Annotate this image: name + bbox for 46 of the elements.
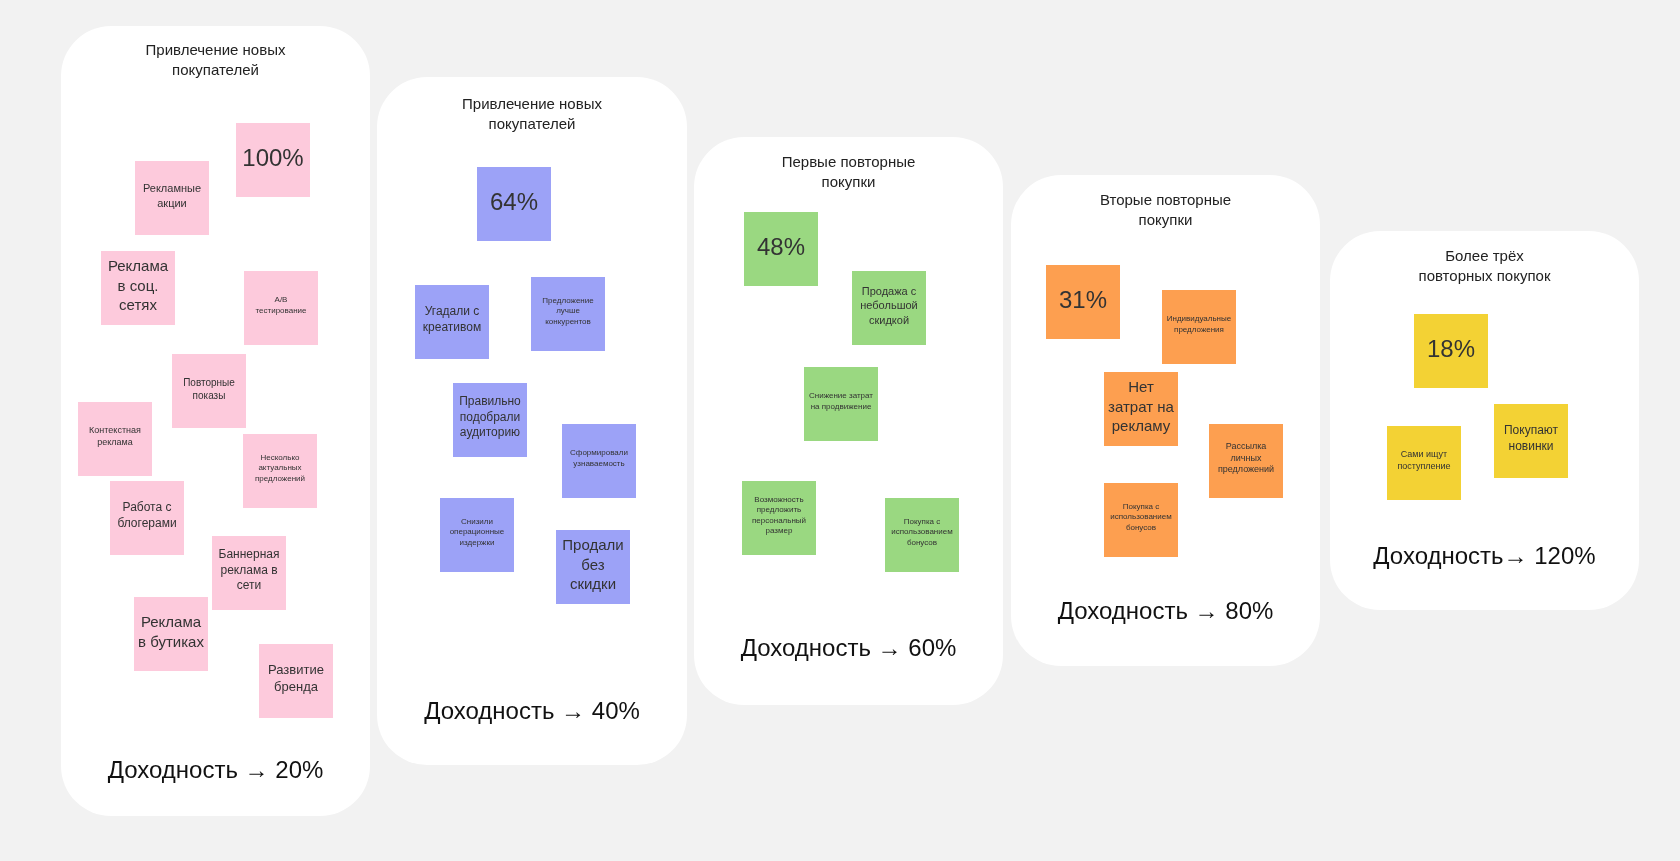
sticky-note: 18% bbox=[1414, 314, 1488, 388]
column-title: Привлечение новых покупателей bbox=[144, 40, 287, 80]
sticky-note: Развитие бренда bbox=[259, 644, 333, 718]
sticky-note: Повторные показы bbox=[172, 354, 246, 428]
sticky-note: 48% bbox=[744, 212, 818, 286]
column-title: Вторые повторные покупки bbox=[1098, 190, 1233, 230]
profitability-label: Доходность→ 120% bbox=[1373, 541, 1596, 571]
sticky-note: Несколько актуальных предложений bbox=[243, 434, 317, 508]
sticky-note: Контекстная реклама bbox=[78, 402, 152, 476]
profitability-label: Доходность → 80% bbox=[1057, 596, 1274, 626]
column-card bbox=[61, 26, 370, 816]
sticky-note: Возможность предложить персональный размер bbox=[742, 481, 816, 555]
sticky-note: Продали без скидки bbox=[556, 530, 630, 604]
sticky-note: 100% bbox=[236, 123, 310, 197]
column-title: Более трёх повторных покупок bbox=[1417, 246, 1552, 286]
sticky-note: Продажа с небольшой скидкой bbox=[852, 271, 926, 345]
profitability-label: Доходность → 60% bbox=[740, 633, 957, 663]
sticky-note: Снизили операционные издержки bbox=[440, 498, 514, 572]
sticky-note: Покупают новинки bbox=[1494, 404, 1568, 478]
sticky-note: Снижение затрат на продвижение bbox=[804, 367, 878, 441]
sticky-note: Баннерная реклама в сети bbox=[212, 536, 286, 610]
sticky-note: Покупка с использованием бонусов bbox=[1104, 483, 1178, 557]
column-card bbox=[377, 77, 687, 765]
sticky-note: Рекламные акции bbox=[135, 161, 209, 235]
profitability-label: Доходность → 20% bbox=[107, 755, 324, 785]
sticky-note: Реклама в соц. сетях bbox=[101, 251, 175, 325]
sticky-note: Покупка с использованием бонусов bbox=[885, 498, 959, 572]
sticky-note: Предложение лучше конкурентов bbox=[531, 277, 605, 351]
sticky-note: Правильно подобрали аудиторию bbox=[453, 383, 527, 457]
sticky-note: Реклама в бутиках bbox=[134, 597, 208, 671]
sticky-note: Нет затрат на рекламу bbox=[1104, 372, 1178, 446]
sticky-note: Работа с блогерами bbox=[110, 481, 184, 555]
column-title: Первые повторные покупки bbox=[780, 152, 917, 192]
column-card bbox=[1011, 175, 1320, 666]
sticky-note: 31% bbox=[1046, 265, 1120, 339]
profitability-label: Доходность → 40% bbox=[424, 696, 640, 726]
column-card bbox=[1330, 231, 1639, 610]
column-card bbox=[694, 137, 1003, 705]
sticky-note: 64% bbox=[477, 167, 551, 241]
sticky-note: A/B тестирование bbox=[244, 271, 318, 345]
sticky-note: Сами ищут поступление bbox=[1387, 426, 1461, 500]
sticky-note: Рассылка личных предложений bbox=[1209, 424, 1283, 498]
sticky-note: Угадали с креативом bbox=[415, 285, 489, 359]
sticky-note: Сформировали узнаваемость bbox=[562, 424, 636, 498]
sticky-note: Индивидуальные предложения bbox=[1162, 290, 1236, 364]
column-title: Привлечение новых покупателей bbox=[461, 94, 603, 134]
